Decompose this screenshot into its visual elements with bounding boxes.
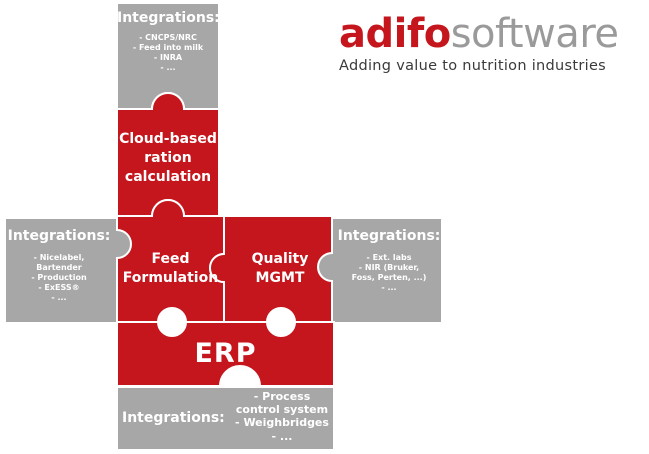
integrations-top: Integrations: - CNCPS/NRC - Feed into mi… [117,10,220,73]
logo-brand-light: software [450,11,619,57]
quality-label-line: MGMT [255,269,305,286]
erp-piece [116,321,335,387]
integration-item: - Nicelabel, [33,252,85,262]
logo-tagline: Adding value to nutrition industries [339,58,607,74]
integrations-bottom-title: Integrations: [122,410,225,426]
quality-label-line: Quality [251,251,309,267]
integration-item: Foss, Perten, ...) [351,272,427,282]
integration-item: - Process [253,390,311,403]
feed-piece-label: Feed Formulation [117,250,224,288]
integrations-right-title: Integrations: [337,228,441,244]
feed-label-line: Feed [151,251,190,267]
integration-item: Bartender [36,262,82,272]
quality-piece-label: Quality MGMT [236,250,324,288]
erp-piece-label: ERP [194,338,257,369]
integration-item: - ... [271,429,293,443]
integration-item: - NIR (Bruker, [358,262,420,272]
integration-item: - Feed into milk [132,42,204,52]
cloud-label-line: Cloud-based [119,131,217,147]
integration-item: - ... [381,282,397,292]
integration-item: - ... [51,292,67,302]
integration-item: - Weighbridges [235,416,329,430]
integrations-right-list: - Ext. labs - NIR (Bruker, Foss, Perten,… [336,253,442,293]
integration-item: - Production [31,272,87,282]
integration-item: - INRA [153,52,183,62]
integrations-top-title: Integrations: [117,10,220,26]
logo-brand-bold: adifo [339,11,451,57]
cloud-label-line: ration [144,149,192,166]
adifo-logo: adifosoftware Adding value to nutrition … [339,14,619,74]
integrations-bottom-list: - Process control system - Weighbridges … [232,390,332,443]
integration-item: - ExESS® [38,282,80,292]
integrations-right: Integrations: - Ext. labs - NIR (Bruker,… [336,228,442,293]
integration-item: - ... [160,62,176,72]
integrations-left-title: Integrations: [7,228,111,244]
integrations-top-list: - CNCPS/NRC - Feed into milk - INRA - ..… [117,33,219,73]
integration-item: - CNCPS/NRC [139,32,197,42]
integration-item: control system [235,403,329,417]
cloud-label-line: calculation [124,168,212,185]
integrations-left-list: - Nicelabel, Bartender - Production - Ex… [5,253,113,303]
quality-piece [209,215,333,323]
feed-label-line: Formulation [122,269,219,286]
cloud-piece-label: Cloud-based ration calculation [117,130,219,187]
integrations-left: Integrations: - Nicelabel, Bartender - P… [5,228,113,303]
integration-item: - Ext. labs [366,252,412,262]
